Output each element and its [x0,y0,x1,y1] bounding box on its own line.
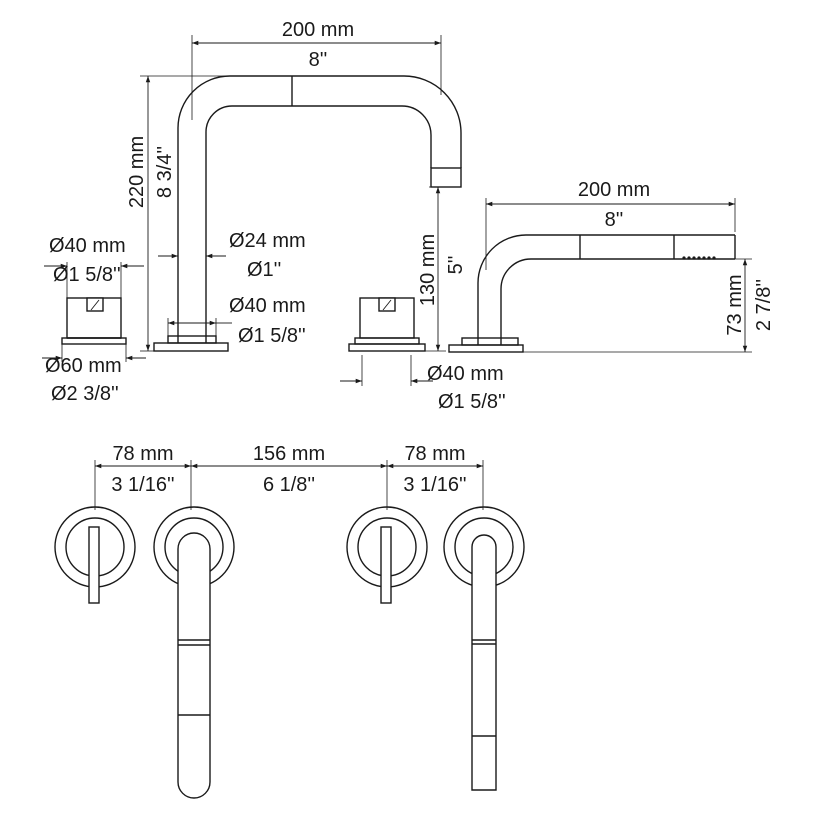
right-handle-elevation [348,297,426,352]
dim-spacing: 78 mm 3 1/16'' 156 mm 6 1/8'' 78 mm 3 1/… [94,443,484,510]
spout-height-in-label: 8 3/4'' [154,146,176,198]
flange-dia-mm-label: Ø60 mm [45,355,122,377]
shower-base-dia-mm-label: Ø40 mm [427,363,504,385]
spout-base-dia-mm-label: Ø40 mm [229,295,306,317]
hand-shower-elevation [448,234,736,353]
spacing-right-in-label: 3 1/16'' [403,474,466,496]
elevation-view: 200 mm 8'' 220 mm 8 3/4'' Ø40 mm Ø1 5/8'… [42,19,775,413]
dim-shower-length: 200 mm 8'' [485,179,736,270]
dim-spout-width: 200 mm 8'' [191,19,442,120]
plan-view: 78 mm 3 1/16'' 156 mm 6 1/8'' 78 mm 3 1/… [54,443,525,799]
dim-spout-height: 220 mm 8 3/4'' [126,75,225,352]
left-handle-plan [54,506,136,604]
dim-spout-base-diameter: Ø40 mm Ø1 5/8'' [167,295,306,347]
spacing-mid-in-label: 6 1/8'' [263,474,315,496]
pipe-dia-mm-label: Ø24 mm [229,230,306,252]
dim-shower-base-diameter: Ø40 mm Ø1 5/8'' [340,355,506,413]
spout-width-mm-label: 200 mm [282,19,354,41]
spout-width-in-label: 8'' [309,49,328,71]
spout-height-mm-label: 220 mm [126,136,148,208]
shower-length-in-label: 8'' [605,209,624,231]
flange-dia-in-label: Ø2 3/8'' [51,383,119,405]
outlet-height-in-label: 5'' [445,256,467,275]
outlet-height-mm-label: 130 mm [417,234,439,306]
handle-dia-in-label: Ø1 5/8'' [53,264,121,286]
spacing-mid-mm-label: 156 mm [253,443,325,465]
shower-height-mm-label: 73 mm [724,274,746,335]
shower-spray-holes [682,256,716,260]
pipe-dia-in-label: Ø1'' [247,259,281,281]
main-spout-plan [153,506,235,799]
right-handle-plan [346,506,428,604]
spout-base-dia-in-label: Ø1 5/8'' [238,325,306,347]
dim-shower-height: 73 mm 2 7/8'' [523,258,775,353]
main-spout-elevation [153,75,462,352]
shower-base-dia-in-label: Ø1 5/8'' [438,391,506,413]
shower-length-mm-label: 200 mm [578,179,650,201]
spacing-left-in-label: 3 1/16'' [111,474,174,496]
shower-height-in-label: 2 7/8'' [753,279,775,331]
dim-handle-diameter: Ø40 mm Ø1 5/8'' [44,235,144,298]
handle-dia-mm-label: Ø40 mm [49,235,126,257]
hand-shower-plan [443,506,525,791]
dim-outlet-height: 130 mm 5'' [417,186,467,352]
spacing-left-mm-label: 78 mm [112,443,173,465]
dim-pipe-diameter: Ø24 mm Ø1'' [158,230,306,281]
dim-flange-diameter: Ø60 mm Ø2 3/8'' [42,344,146,405]
left-handle-elevation [61,297,127,345]
spacing-right-mm-label: 78 mm [404,443,465,465]
